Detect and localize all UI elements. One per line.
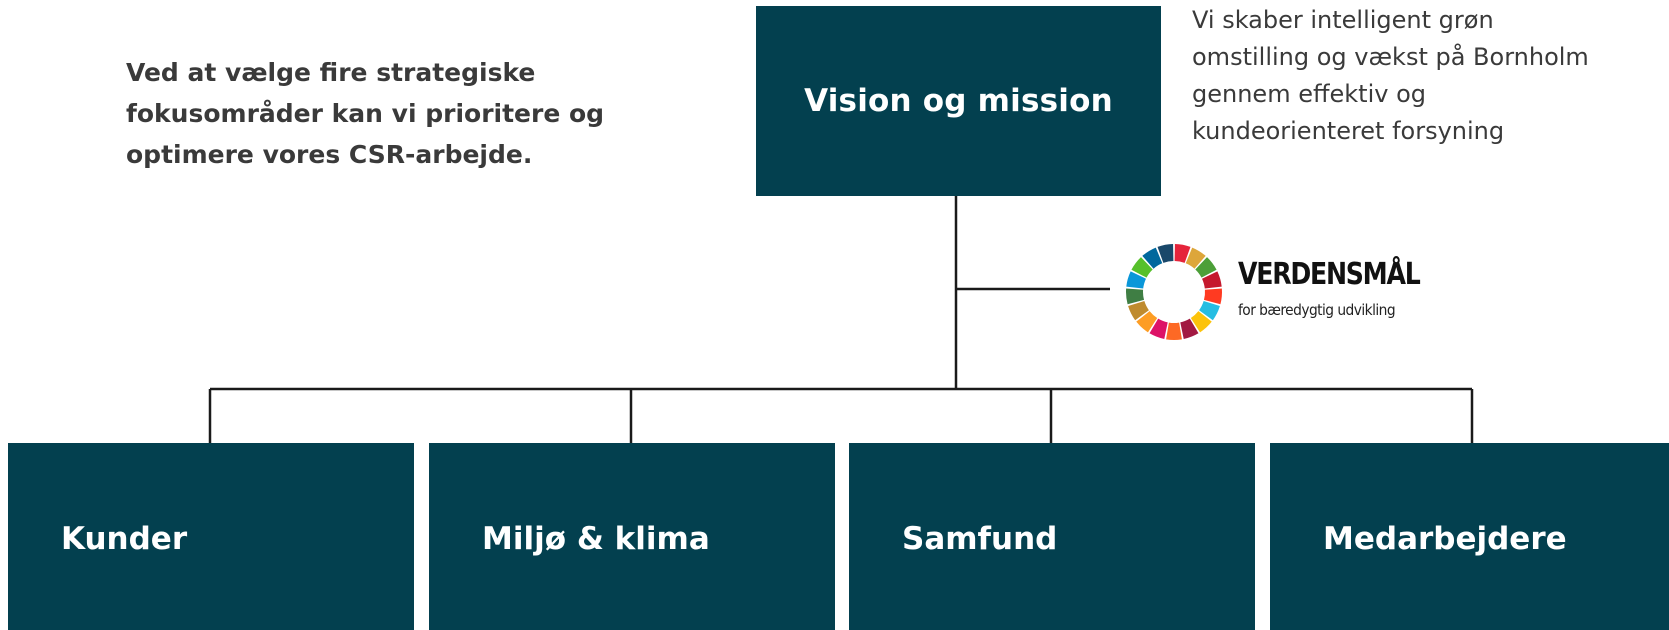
focus-area-miljo-klima: Miljø & klima <box>429 443 835 630</box>
focus-area-samfund: Samfund <box>849 443 1255 630</box>
focus-area-label: Samfund <box>902 521 1058 557</box>
sdg-wheel-segment <box>1185 247 1206 269</box>
sdg-wheel-segment <box>1199 301 1220 321</box>
sdg-wheel-segment <box>1157 244 1174 263</box>
sdg-wheel-icon <box>1126 244 1222 340</box>
sdg-wheel-segment <box>1174 244 1191 263</box>
sdg-wheel-segment <box>1128 301 1149 321</box>
focus-area-medarbejdere: Medarbejdere <box>1270 443 1669 630</box>
sdg-wheel-segment <box>1136 311 1158 333</box>
sdg-wheel-segment <box>1126 288 1145 305</box>
vision-box: Vision og mission <box>756 6 1161 196</box>
sdg-wheel-segment <box>1195 257 1217 278</box>
sdg-logo: VERDENSMÅL for bæredygtig udvikling <box>1124 242 1424 342</box>
focus-area-label: Kunder <box>61 521 188 557</box>
sdg-wheel-segment <box>1149 318 1168 339</box>
sdg-wheel-segment <box>1180 318 1199 339</box>
vision-text: Vi skaber intelligent grøn omstilling og… <box>1192 6 1589 145</box>
sdg-title: VERDENSMÅL <box>1238 257 1421 292</box>
intro-text: Ved at vælge fire strategiske fokusområd… <box>126 58 605 169</box>
sdg-wheel-segment <box>1166 322 1182 340</box>
sdg-wheel-segment <box>1142 247 1163 269</box>
sdg-wheel-segment <box>1190 311 1212 333</box>
sdg-wheel-segment <box>1202 271 1222 289</box>
vision-title: Vision og mission <box>804 83 1113 119</box>
sdg-subtitle: for bæredygtig udvikling <box>1238 301 1396 319</box>
sdg-wheel-segment <box>1131 257 1153 278</box>
focus-area-kunder: Kunder <box>8 443 414 630</box>
sdg-wheel-segment <box>1126 271 1146 289</box>
focus-area-label: Miljø & klima <box>482 521 710 557</box>
sdg-wheel-segment <box>1203 288 1222 305</box>
focus-area-label: Medarbejdere <box>1323 521 1567 557</box>
